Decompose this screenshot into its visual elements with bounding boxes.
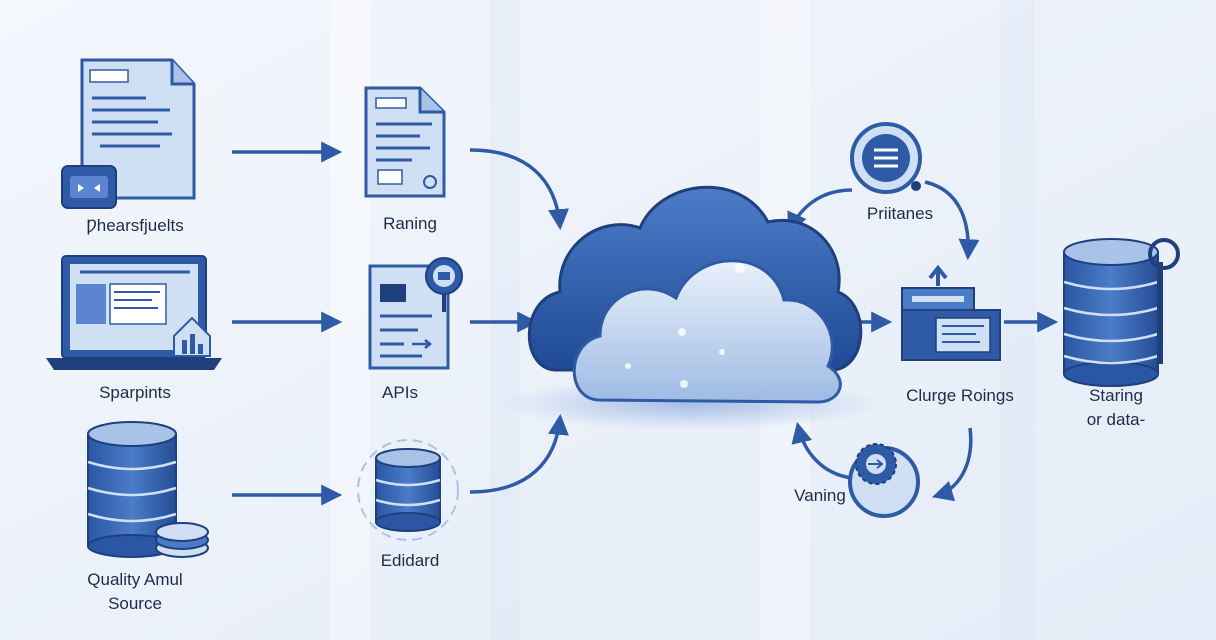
storage-database-icon: [1063, 238, 1180, 387]
api-document-icon: [368, 257, 463, 370]
arrow-priitanes-to-clurge: [924, 180, 980, 261]
cloud-icon: [500, 185, 880, 430]
arrow-edidard-to-cloud: [469, 413, 569, 494]
process-edidard-label: Edidard: [380, 551, 440, 570]
server-panel-icon: [901, 264, 1001, 361]
output-priitanes-label: Priitanes: [866, 204, 934, 223]
storage-label: Staring or data-: [1056, 384, 1176, 432]
data-stack-icon: [357, 439, 459, 541]
database-icon: [87, 421, 209, 558]
output-vaning-label: Vaning: [794, 486, 846, 505]
gear-circle-icon: [848, 443, 920, 518]
source-database-label-line-1: Quality Amul: [87, 570, 183, 589]
source-laptop-label: Sparpints: [99, 383, 171, 402]
storage-label-line-2: or data-: [1086, 410, 1146, 429]
document-icon: [61, 58, 196, 209]
arrow-clurge-to-vaning: [931, 427, 973, 502]
arrow-raning-to-cloud: [469, 148, 569, 231]
source-documents-label: Ƿhearsfjuelts: [86, 216, 184, 235]
source-database-label: Quality Amul Source: [50, 568, 220, 616]
arrow-vaning-to-cloud: [791, 421, 853, 480]
process-raning-label: Raning: [383, 214, 437, 233]
process-apis-label: APIs: [382, 383, 418, 402]
source-database-label-line-2: Source: [108, 594, 162, 613]
laptop-icon: [46, 255, 222, 370]
list-circle-icon: [850, 122, 922, 194]
output-clurge-label: Clurge Roings: [906, 386, 1014, 405]
storage-label-line-1: Staring: [1089, 386, 1143, 405]
file-icon: [364, 86, 446, 198]
